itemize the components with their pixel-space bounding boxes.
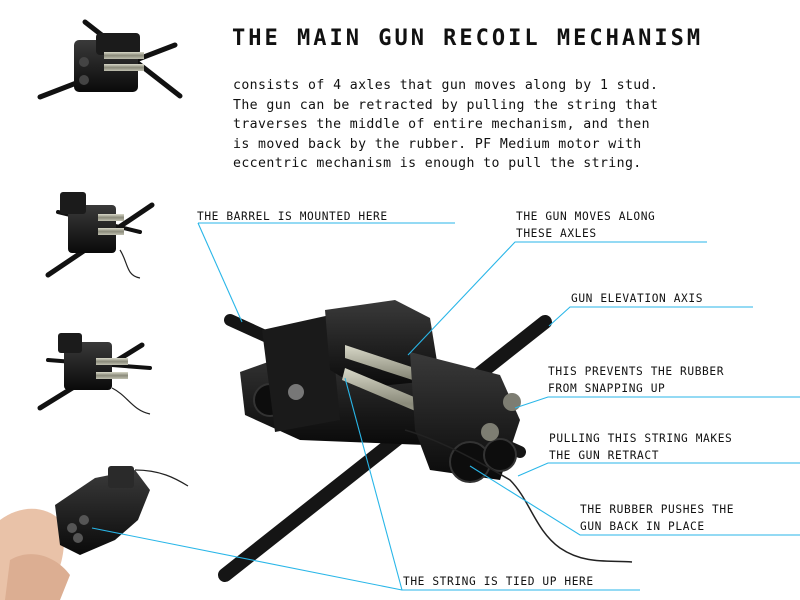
callout-rubber-push-line: THE RUBBER PUSHES THE [580,503,735,516]
description-text: consists of 4 axles that gun moves along… [233,76,793,174]
callout-rubber-guard-line: THIS PREVENTS THE RUBBER [548,365,725,378]
thumbnail-view-4 [0,466,189,600]
leader-line-string-pull [517,462,800,477]
page-title: THE MAIN GUN RECOIL MECHANISM [232,26,704,51]
callout-elevation: GUN ELEVATION AXIS [571,290,703,307]
description-line: eccentric mechanism is enough to pull th… [233,156,642,171]
callout-axles: THE GUN MOVES ALONG THESE AXLES [516,208,655,242]
description-line: traverses the middle of entire mechanism… [233,117,650,132]
callout-barrel: THE BARREL IS MOUNTED HERE [197,208,388,225]
leader-line-rubber-guard [514,396,800,409]
description-line: consists of 4 axles that gun moves along… [233,78,659,93]
callout-string-tie-line: THE STRING IS TIED UP HERE [403,575,594,588]
callout-barrel-line: THE BARREL IS MOUNTED HERE [197,210,388,223]
leader-line-axles [407,241,707,356]
leader-line-string-tie-thumb [91,527,403,591]
callout-axles-line: THE GUN MOVES ALONG [516,210,656,223]
thumbnail-view-3 [37,333,152,415]
callout-elevation-line: GUN ELEVATION AXIS [571,292,704,305]
callout-string-tie: THE STRING IS TIED UP HERE [403,573,594,590]
leader-lines [91,222,800,591]
callout-rubber-push-line: GUN BACK IN PLACE [580,520,705,533]
callout-string-pull-line: PULLING THIS STRING MAKES [549,432,733,445]
leader-line-barrel-pointer [197,222,243,323]
thumbnail-view-1 [37,19,183,100]
callout-string-pull: PULLING THIS STRING MAKES THE GUN RETRAC… [549,430,732,464]
description-line: is moved back by the rubber. PF Medium m… [233,136,642,152]
description-line: The gun can be retracted by pulling the … [233,97,659,113]
callout-rubber-push: THE RUBBER PUSHES THE GUN BACK IN PLACE [580,501,734,535]
callout-axles-line: THESE AXLES [516,227,597,240]
callout-rubber-guard: THIS PREVENTS THE RUBBER FROM SNAPPING U… [548,363,724,397]
thumbnail-view-2 [45,192,155,279]
callout-rubber-guard-line: FROM SNAPPING UP [548,382,666,395]
callout-string-pull-line: THE GUN RETRACT [549,449,660,462]
leader-line-rubber-push [469,465,800,536]
main-mechanism-photo [218,300,633,582]
leader-line-elevation [548,306,753,327]
